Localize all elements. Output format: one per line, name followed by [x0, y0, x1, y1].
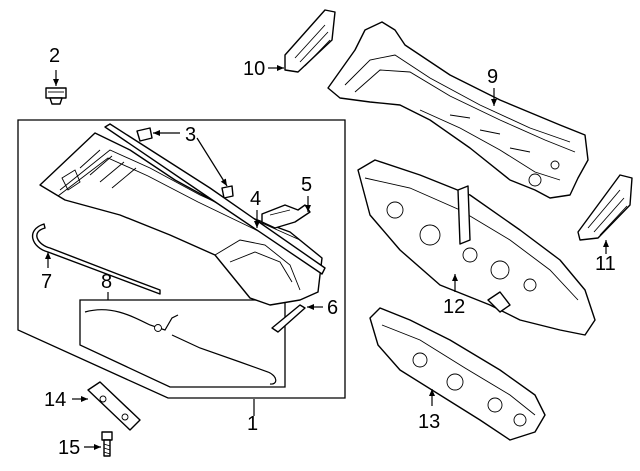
- callout-15: 15: [58, 437, 80, 459]
- callout-8: 8: [101, 271, 112, 293]
- weatherstrip-part-4[interactable]: [104, 123, 326, 275]
- side-panel-part-11[interactable]: [577, 174, 633, 241]
- callout-9: 9: [487, 66, 498, 88]
- hose-subassembly-frame: [79, 299, 286, 388]
- side-panel-part-10[interactable]: [284, 9, 336, 73]
- reinforcement-part-13[interactable]: [369, 307, 546, 441]
- callout-12: 12: [443, 296, 465, 318]
- seal-part-6[interactable]: [271, 304, 306, 333]
- callout-7: 7: [41, 271, 52, 293]
- dash-panel-part-9[interactable]: [327, 21, 589, 199]
- washer-hose-part-8[interactable]: [84, 309, 277, 385]
- dash-panel-part-12[interactable]: [357, 159, 596, 336]
- callout-6: 6: [327, 297, 338, 319]
- clip-part-2[interactable]: [45, 87, 67, 105]
- bracket-part-5[interactable]: [261, 204, 311, 229]
- leader-3b: [196, 137, 228, 187]
- callout-13: 13: [418, 411, 440, 433]
- bolt-part-15[interactable]: [101, 431, 113, 457]
- hose-part-7[interactable]: [31, 223, 161, 295]
- callout-10: 10: [243, 58, 265, 80]
- callout-5: 5: [301, 174, 312, 196]
- assembly-frame: [17, 119, 346, 399]
- callout-2: 2: [49, 45, 60, 67]
- bracket-part-14[interactable]: [87, 381, 141, 431]
- callout-14: 14: [44, 389, 66, 411]
- callout-1: 1: [247, 413, 258, 435]
- callout-11: 11: [595, 253, 616, 275]
- callout-3: 3: [185, 124, 196, 146]
- callout-4: 4: [250, 188, 261, 210]
- clip-part-3[interactable]: [136, 127, 234, 199]
